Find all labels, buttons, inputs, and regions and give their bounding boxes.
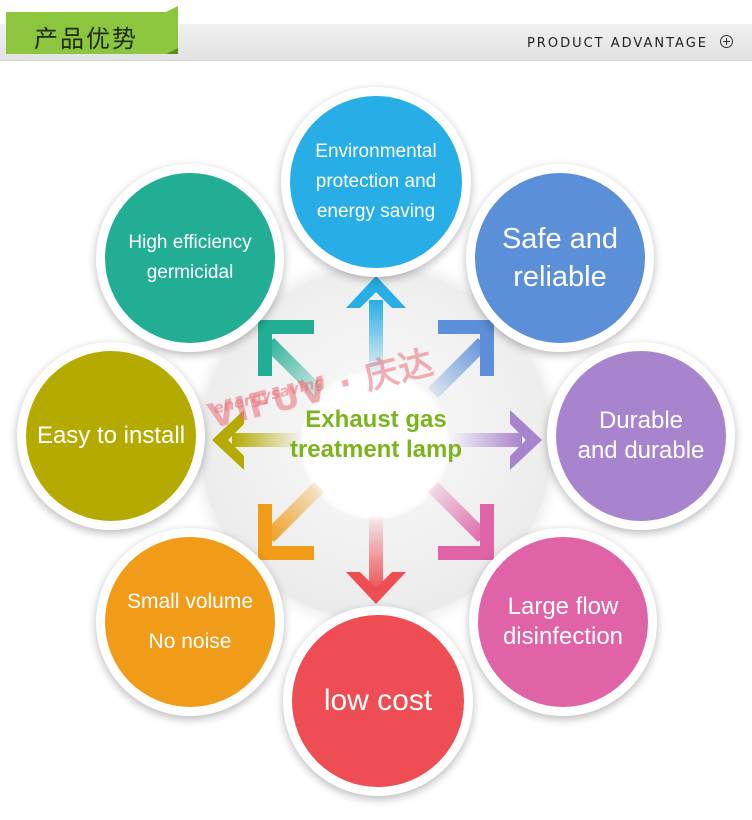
advantage-text: low cost bbox=[323, 684, 433, 717]
advantage-fill: Durable and durable bbox=[556, 351, 726, 521]
advantage-text: No noise bbox=[148, 630, 232, 653]
arrow-ne bbox=[428, 320, 494, 398]
advantage-fill: Environmental protection and energy savi… bbox=[290, 96, 462, 268]
advantage-fill: Easy to install bbox=[26, 351, 196, 521]
advantage-fill: Large flow disinfection bbox=[478, 537, 648, 707]
advantage-text: High efficiency bbox=[128, 232, 252, 253]
advantage-text: Environmental bbox=[315, 141, 437, 162]
advantage-fill: Safe and reliable bbox=[475, 173, 645, 343]
advantage-circle-environmental: Environmental protection and energy savi… bbox=[281, 87, 471, 277]
advantage-text: Safe and bbox=[501, 223, 619, 255]
arrow-se bbox=[428, 482, 494, 560]
advantage-circle-high-efficiency: High efficiency germicidal bbox=[96, 164, 284, 352]
arrow-sw bbox=[258, 482, 324, 560]
advantage-circle-small-volume: Small volume No noise bbox=[96, 528, 284, 716]
advantage-circle-easy-install: Easy to install bbox=[17, 342, 205, 530]
advantage-text: germicidal bbox=[146, 262, 234, 283]
advantage-text: energy saving bbox=[316, 201, 436, 222]
center-title: Exhaust gas treatment lamp bbox=[270, 405, 482, 465]
advantage-text: Durable bbox=[598, 407, 684, 434]
header-title: 产品优势 bbox=[34, 25, 138, 53]
advantage-fill: High efficiency germicidal bbox=[105, 173, 275, 343]
center-title-line1: Exhaust gas bbox=[305, 406, 447, 433]
advantage-text: Small volume bbox=[126, 590, 254, 613]
arrow-left bbox=[212, 410, 302, 470]
hub-center bbox=[300, 370, 450, 520]
header-tag: 产品优势 bbox=[6, 6, 178, 54]
plus-circle-icon[interactable] bbox=[720, 35, 733, 48]
advantage-text: Large flow bbox=[507, 593, 619, 620]
advantage-text: reliable bbox=[513, 261, 607, 293]
center-title-line2: treatment lamp bbox=[289, 436, 463, 463]
advantage-circle-safe: Safe and reliable bbox=[466, 164, 654, 352]
arrow-down bbox=[346, 514, 406, 604]
advantage-circle-large-flow: Large flow disinfection bbox=[469, 528, 657, 716]
arrow-right bbox=[452, 410, 542, 470]
arrow-nw bbox=[258, 320, 324, 398]
advantage-text: disinfection bbox=[502, 623, 624, 650]
advantage-circle-durable: Durable and durable bbox=[547, 342, 735, 530]
arrow-up bbox=[346, 276, 406, 378]
header-subtitle: PRODUCT ADVANTAGE bbox=[526, 36, 708, 51]
advantage-text: Easy to install bbox=[36, 422, 186, 449]
advantage-fill: low cost bbox=[292, 615, 464, 787]
advantage-circle-low-cost: low cost bbox=[283, 606, 473, 796]
advantage-text: protection and bbox=[315, 171, 437, 192]
advantage-text: and durable bbox=[577, 437, 705, 464]
advantage-fill: Small volume No noise bbox=[105, 537, 275, 707]
